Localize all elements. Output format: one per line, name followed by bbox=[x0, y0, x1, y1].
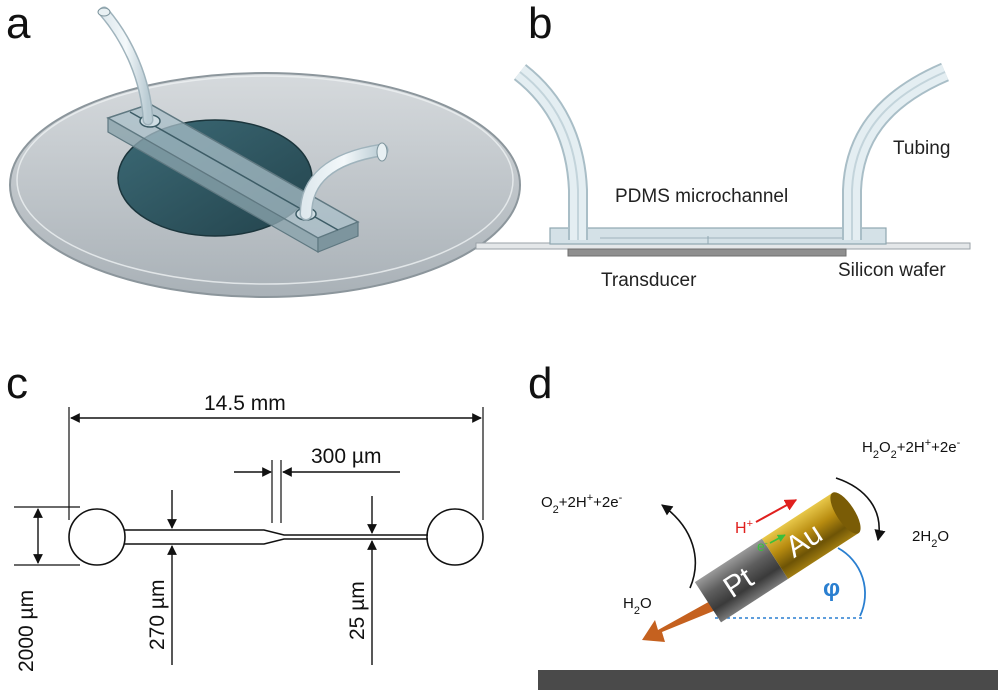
substrate-surface bbox=[538, 670, 998, 690]
pt-segment bbox=[694, 538, 789, 623]
au-segment bbox=[761, 492, 859, 579]
pdms-chip-end bbox=[317, 221, 359, 253]
outlet-tube bbox=[301, 145, 387, 219]
pdms-microchannel-label: PDMS microchannel bbox=[615, 186, 788, 207]
left-tube-center bbox=[519, 71, 579, 240]
panel-b: b Tubing PDMS microchannel Transducer Si… bbox=[475, 0, 971, 291]
channel-top-wall bbox=[124, 529, 428, 536]
wide-width-label: 270 µm bbox=[146, 580, 169, 650]
janus-rod: Pt Au bbox=[694, 492, 861, 623]
panel-b-label: b bbox=[528, 0, 552, 48]
glass-slide-rim bbox=[16, 75, 514, 285]
water-reactant-text: H2O bbox=[623, 595, 652, 617]
electron-arrow bbox=[769, 534, 786, 544]
inlet-tube bbox=[100, 8, 152, 124]
water-product-text: 2H2O bbox=[912, 528, 949, 550]
outlet-reservoir bbox=[426, 508, 484, 566]
panel-d-label: d bbox=[528, 359, 552, 408]
tubing-label: Tubing bbox=[893, 138, 950, 159]
electron-label: e- bbox=[757, 538, 768, 554]
panel-c-label: c bbox=[6, 359, 28, 408]
right-tube-center bbox=[851, 71, 946, 240]
transducer-layer bbox=[567, 248, 847, 257]
silicon-wafer-label: Silicon wafer bbox=[838, 260, 946, 281]
panel-d: d O2+2H++2e- H2O2+2H++2e- 2H2O H2O φ Pt … bbox=[528, 359, 998, 690]
pdms-block bbox=[549, 227, 887, 245]
height-label: 2000 µm bbox=[15, 590, 38, 672]
panel-c: c 14.5 mm 300 µm 2000 µm 270 µm 25 µm bbox=[6, 359, 484, 672]
au-end-cap bbox=[830, 492, 861, 534]
gap-label: 300 µm bbox=[311, 445, 381, 468]
oxidation-arrow bbox=[661, 504, 697, 589]
transducer-label: Transducer bbox=[601, 270, 697, 291]
right-reaction-text: H2O2+2H++2e- bbox=[862, 437, 961, 461]
proton-label: H+ bbox=[735, 518, 753, 537]
inlet-tube-end bbox=[97, 7, 111, 17]
angle-symbol: φ bbox=[823, 575, 840, 602]
proton-arrow bbox=[755, 499, 798, 523]
propulsion-arrow bbox=[642, 600, 716, 642]
reduction-arrow bbox=[835, 477, 886, 542]
narrow-width-label: 25 µm bbox=[346, 581, 369, 640]
length-label: 14.5 mm bbox=[204, 392, 286, 415]
panel-a: a bbox=[6, 0, 521, 298]
inlet-reservoir bbox=[68, 508, 126, 566]
channel-bottom-wall bbox=[124, 538, 428, 545]
left-reaction-text: O2+2H++2e- bbox=[541, 492, 623, 516]
outlet-tube-end bbox=[376, 142, 388, 162]
angle-arc bbox=[837, 547, 866, 617]
panel-a-label: a bbox=[6, 0, 31, 48]
